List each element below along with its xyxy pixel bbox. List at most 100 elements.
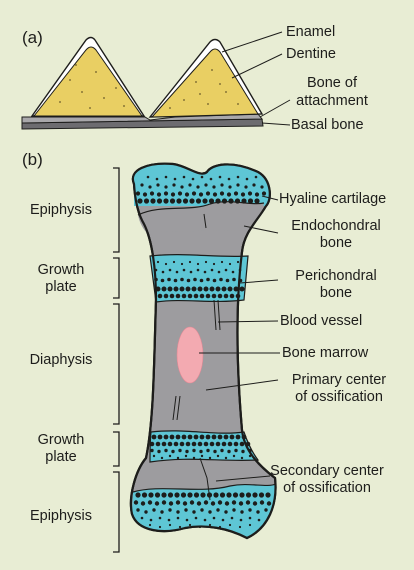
cartilage-cell-dot <box>218 271 221 274</box>
cartilage-cell-dot <box>219 526 221 528</box>
cartilage-cell-dot <box>213 517 216 520</box>
cartilage-cell-dot <box>192 287 197 292</box>
cartilage-cell-dot <box>234 449 237 452</box>
cartilage-cell-dot <box>209 198 214 203</box>
cartilage-cell-dot <box>185 192 189 196</box>
cartilage-cell-dot <box>188 183 191 186</box>
cartilage-cell-dot <box>218 294 223 299</box>
cartilage-cell-dot <box>194 492 199 497</box>
cartilage-cell-dot <box>164 185 167 188</box>
cartilage-cell-dot <box>183 501 187 505</box>
cartilage-cell-dot <box>162 271 165 274</box>
cartilage-cell-dot <box>199 192 203 196</box>
secondary-center-label-2: of ossification <box>256 480 398 496</box>
cartilage-cell-dot <box>213 279 217 283</box>
cartilage-cell-dot <box>187 279 191 283</box>
cartilage-cell-dot <box>170 294 175 299</box>
bracket-growth-plate-bottom-1: Growth <box>14 432 108 448</box>
cartilage-cell-dot <box>155 269 158 272</box>
cartilage-cell-dot <box>206 449 209 452</box>
cartilage-cell-dot <box>249 524 251 526</box>
cartilage-cell-dot <box>201 176 204 179</box>
cartilage-cell-dot <box>205 261 207 263</box>
cartilage-cell-dot <box>216 442 221 447</box>
cartilage-cell-dot <box>256 510 259 513</box>
cartilage-cell-dot <box>162 442 167 447</box>
cartilage-cell-dot <box>200 508 203 511</box>
cartilage-cell-dot <box>240 442 245 447</box>
cartilage-cell-dot <box>150 198 155 203</box>
cartilage-cell-dot <box>157 198 162 203</box>
cartilage-cell-dot <box>196 185 199 188</box>
cartilage-cell-dot <box>209 457 211 459</box>
cartilage-cell-dot <box>135 492 140 497</box>
cartilage-cell-dot <box>174 178 177 181</box>
cartilage-cell-dot <box>192 449 195 452</box>
bracket-growth-plate-top-2: plate <box>14 279 108 295</box>
cartilage-cell-dot <box>167 278 171 282</box>
cartilage-cell-dot <box>184 508 187 511</box>
cartilage-cell-dot <box>206 435 211 440</box>
cartilage-cell-dot <box>204 271 207 274</box>
cartilage-cell-dot <box>176 435 181 440</box>
cartilage-cell-dot <box>183 198 188 203</box>
cartilage-cell-dot <box>163 198 168 203</box>
cartilage-cell-dot <box>254 198 259 203</box>
cartilage-cell-dot <box>176 510 179 513</box>
cartilage-cell-dot <box>136 191 140 195</box>
cartilage-cell-dot <box>236 294 241 299</box>
cartilage-cell-dot <box>227 192 231 196</box>
cartilage-cell-dot <box>168 492 173 497</box>
cartilage-cell-dot <box>155 492 160 497</box>
cartilage-cell-dot <box>168 508 171 511</box>
cartilage-cell-dot <box>234 287 239 292</box>
cartilage-cell-dot <box>197 269 200 272</box>
cartilage-cell-dot <box>136 508 139 511</box>
cartilage-cell-dot <box>229 263 231 265</box>
bracket-growth-plate-top-1: Growth <box>14 262 108 278</box>
primary-center-label-2: of ossification <box>274 389 404 405</box>
cartilage-cell-dot <box>156 183 159 186</box>
cartilage-cell-dot <box>248 191 252 195</box>
cartilage-cell-dot <box>149 524 151 526</box>
cartilage-cell-dot <box>239 492 244 497</box>
bone-marrow-label: Bone marrow <box>282 345 368 361</box>
cartilage-cell-dot <box>161 457 163 459</box>
cartilage-cell-dot <box>169 524 171 526</box>
long-bone <box>113 164 280 552</box>
cartilage-cell-dot <box>224 435 229 440</box>
cartilage-cell-dot <box>134 500 138 504</box>
cartilage-cell-dot <box>217 455 219 457</box>
cartilage-cell-dot <box>235 198 240 203</box>
cartilage-cell-dot <box>252 183 255 186</box>
primary-center-label-1: Primary center <box>274 372 404 388</box>
cartilage-cell-dot <box>169 269 172 272</box>
cartilage-cell-dot <box>164 294 169 299</box>
cartilage-cell-dot <box>173 261 175 263</box>
cartilage-cell-dot <box>178 191 182 195</box>
cartilage-cell-dot <box>192 178 195 181</box>
cartilage-cell-dot <box>248 449 251 452</box>
cartilage-cell-dot <box>188 294 193 299</box>
cartilage-cell-dot <box>240 510 243 513</box>
cartilage-cell-dot <box>241 198 246 203</box>
blood-vessel-label: Blood vessel <box>280 313 362 329</box>
cartilage-cell-dot <box>197 501 201 505</box>
cartilage-cell-dot <box>212 435 217 440</box>
cartilage-cell-dot <box>144 198 149 203</box>
cartilage-cell-dot <box>211 269 214 272</box>
cartilage-cell-dot <box>228 198 233 203</box>
cartilage-cell-dot <box>200 279 204 283</box>
cartilage-cell-dot <box>206 278 210 282</box>
cartilage-cell-dot <box>232 500 236 504</box>
cartilage-cell-dot <box>237 261 239 263</box>
cartilage-cell-dot <box>224 294 229 299</box>
cartilage-cell-dot <box>160 510 163 513</box>
cartilage-cell-dot <box>233 455 235 457</box>
cartilage-cell-dot <box>248 508 251 511</box>
cartilage-cell-dot <box>170 435 175 440</box>
bracket-epiphysis-top: Epiphysis <box>14 202 108 218</box>
cartilage-cell-dot <box>140 183 143 186</box>
cartilage-cell-dot <box>185 455 187 457</box>
